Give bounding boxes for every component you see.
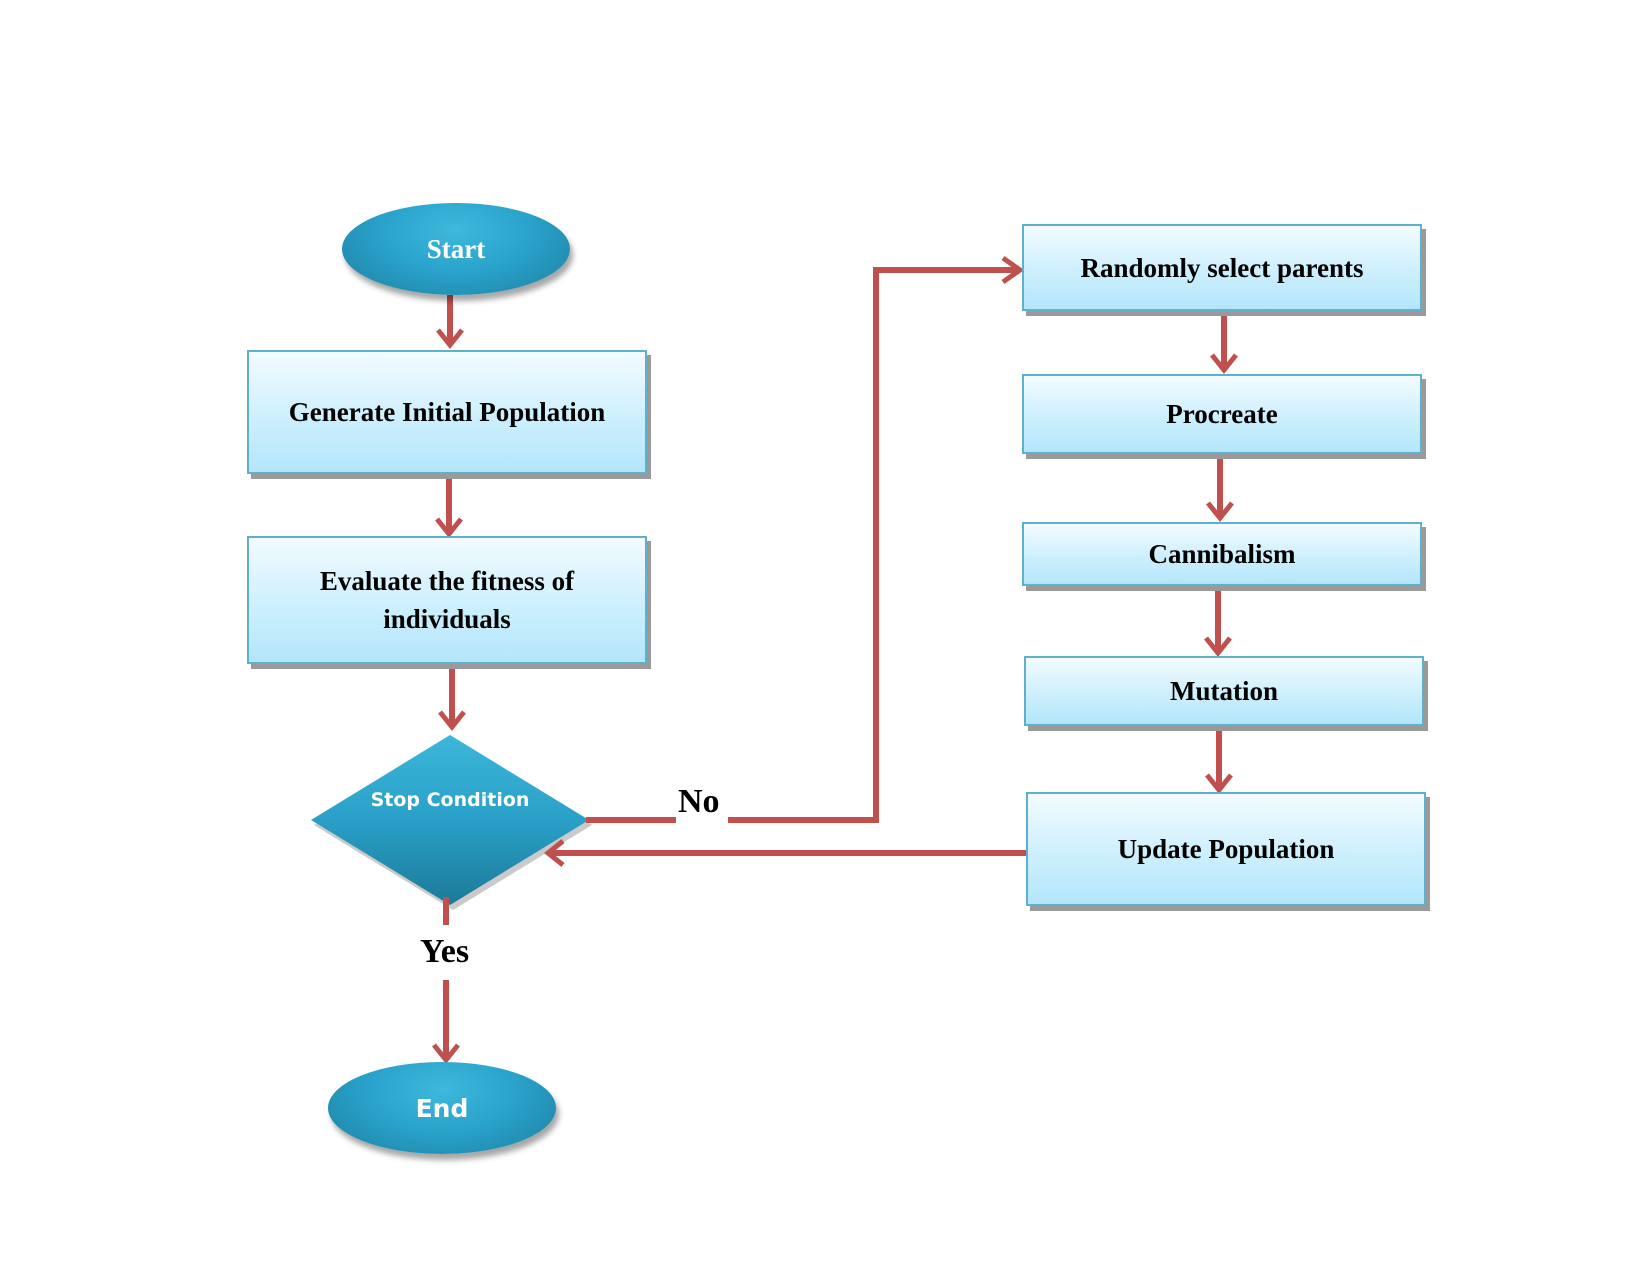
mutation-box: Mutation [1024,656,1424,726]
evaluate-fitness-label: Evaluate the fitness of individuals [319,566,575,634]
end-label: End [415,1093,469,1123]
mutation-label: Mutation [1170,676,1278,706]
randomly-select-parents-label: Randomly select parents [1080,252,1364,283]
update-population-label: Update Population [1117,834,1335,864]
evaluate-fitness-box: Evaluate the fitness of individuals [247,536,647,664]
start-label: Start [426,233,486,264]
cannibalism-box: Cannibalism [1022,522,1422,586]
start-terminal: Start [342,203,570,295]
yes-label: Yes [420,932,470,972]
stop-condition-label: Stop Condition [370,789,530,811]
update-population-box: Update Population [1026,792,1426,906]
generate-population-label: Generate Initial Population [288,397,606,427]
no-label: No [678,782,720,822]
end-terminal: End [328,1062,556,1154]
generate-population-box: Generate Initial Population [247,350,647,474]
cannibalism-label: Cannibalism [1148,539,1296,569]
randomly-select-parents-box: Randomly select parents [1022,224,1422,311]
stop-condition-shape [311,735,589,905]
procreate-label: Procreate [1166,399,1278,429]
procreate-box: Procreate [1022,374,1422,454]
